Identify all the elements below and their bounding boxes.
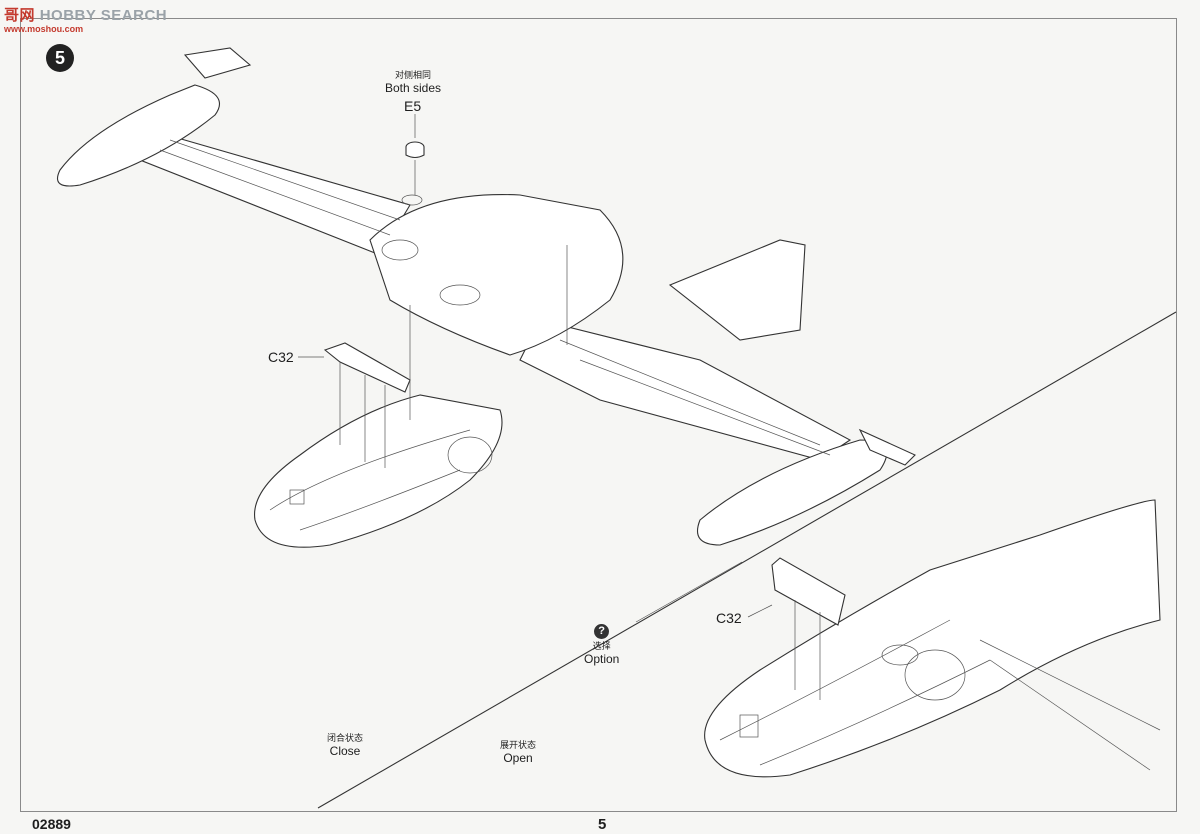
close-state-label: 闭合状态 Close	[327, 734, 364, 758]
watermark-logo: 哥网 HOBBY SEARCH	[4, 6, 168, 24]
main-wing-assembly	[56, 47, 916, 546]
fuselage-nose-closed	[254, 394, 503, 548]
watermark-url: www.moshou.com	[4, 24, 84, 34]
inset-aircraft-open	[704, 499, 1161, 778]
page-frame	[20, 18, 1177, 812]
divider-line-2	[635, 561, 743, 623]
part-label-c32-inset: C32	[716, 610, 742, 626]
part-label-c32-main: C32	[268, 349, 294, 365]
open-state-label: 展开状态 Open	[500, 741, 537, 765]
part-e5	[405, 114, 425, 195]
step-number-badge: 5	[46, 44, 74, 72]
both-sides-label: 对侧相同 Both sides	[385, 71, 442, 95]
part-c32-inset	[747, 557, 846, 700]
kit-code: 02889	[32, 816, 71, 832]
question-icon: ?	[594, 623, 610, 639]
page-number: 5	[598, 816, 607, 833]
divider-line	[317, 311, 1177, 809]
option-label: ? 选择 Option	[584, 623, 620, 666]
part-c32-main	[298, 342, 411, 468]
part-label-e5: E5	[404, 98, 422, 114]
